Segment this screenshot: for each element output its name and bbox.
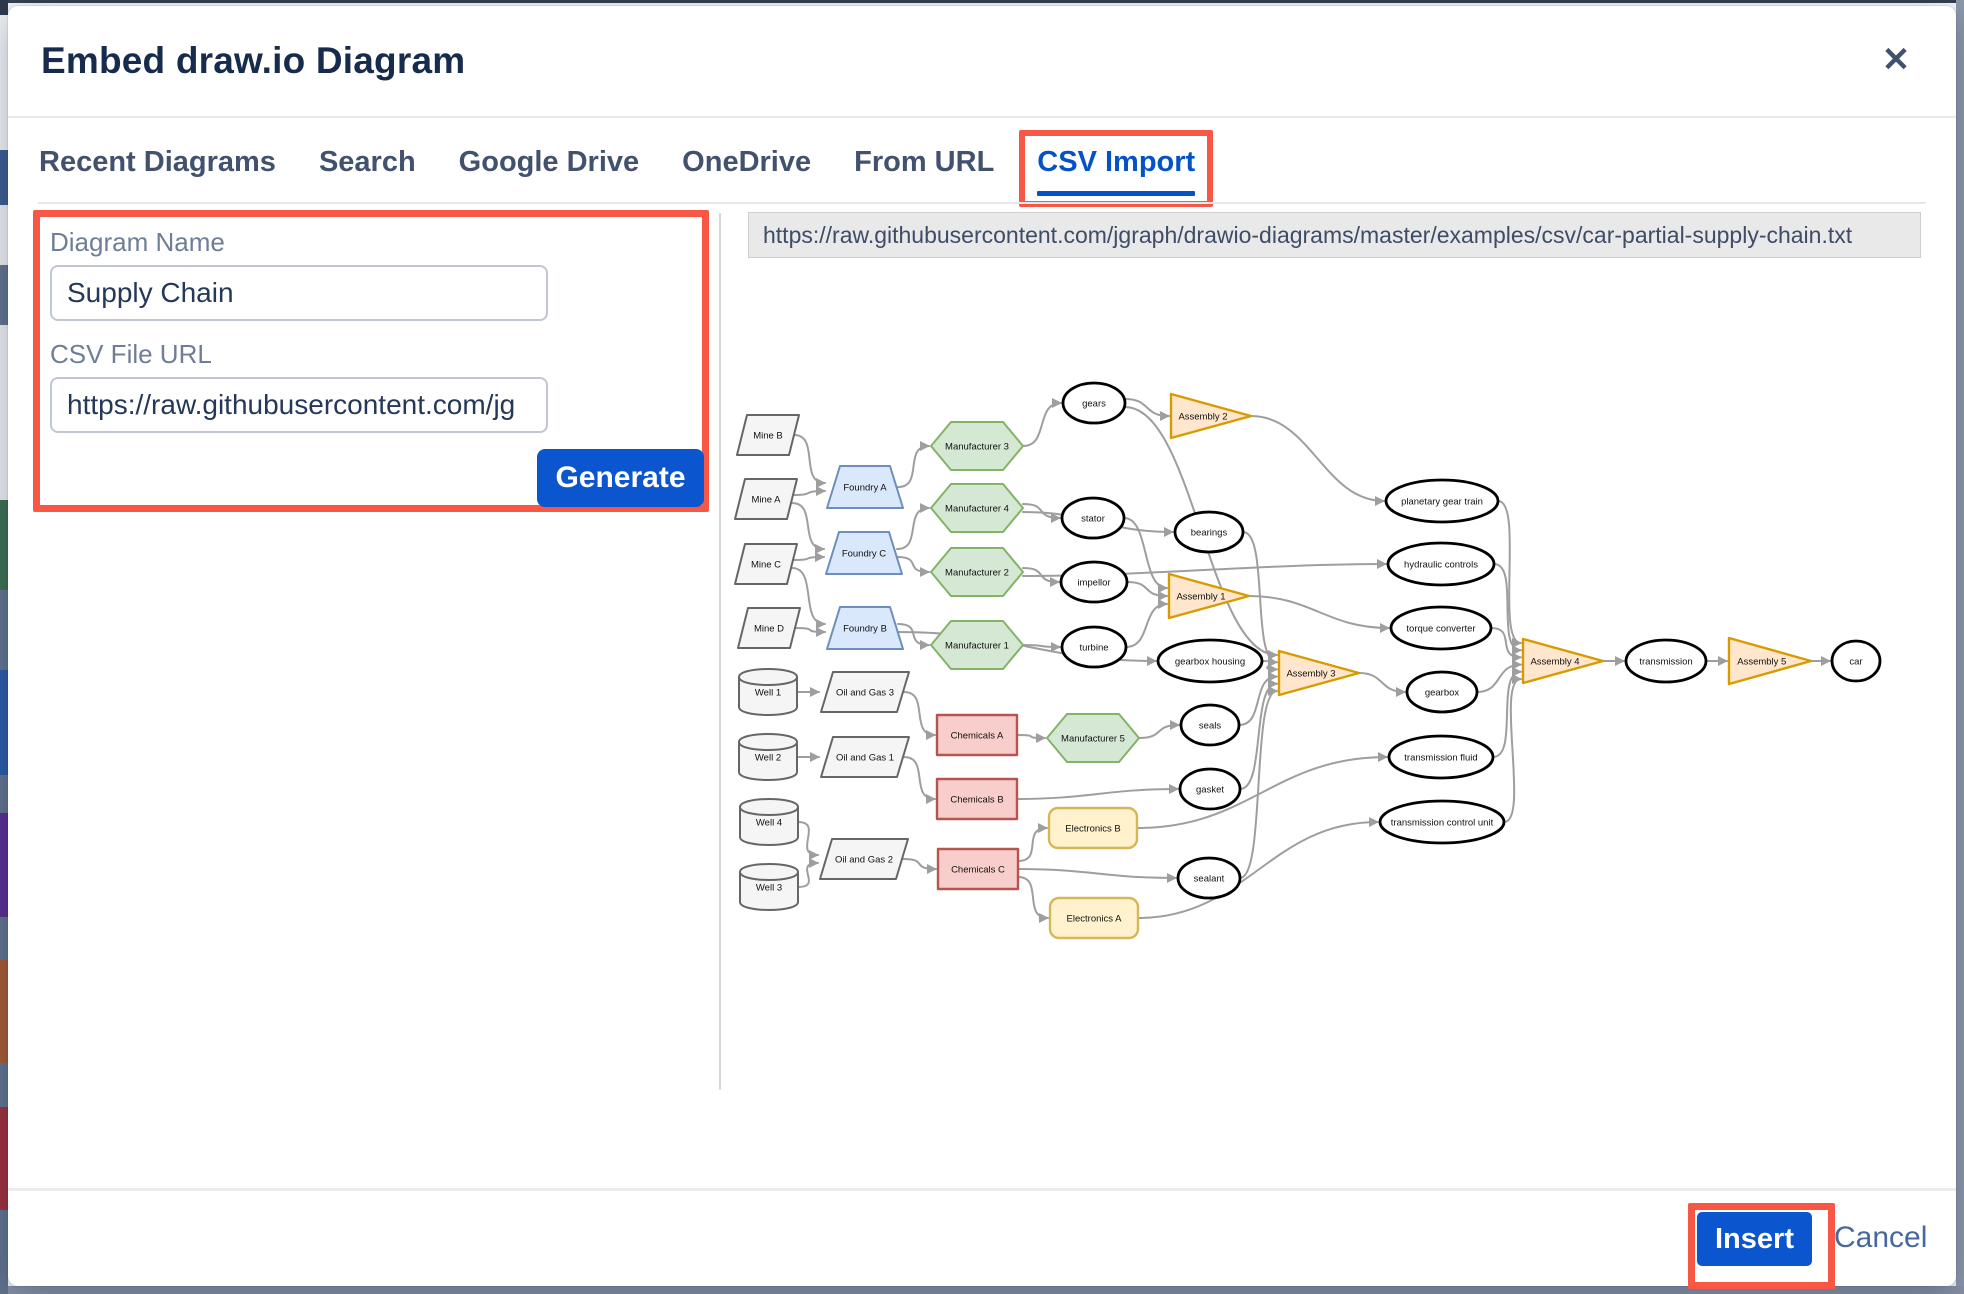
bg-strip [0, 670, 8, 775]
csv-file-url-label: CSV File URL [50, 339, 212, 369]
tab-google-drive[interactable]: Google Drive [458, 146, 640, 178]
dialog-title: Embed draw.io Diagram [41, 40, 466, 81]
bg-strip [0, 917, 8, 960]
panel-divider [719, 213, 721, 1090]
footer-divider [8, 1188, 1956, 1191]
embed-drawio-dialog: Embed draw.io Diagram ✕ Recent Diagrams … [8, 6, 1956, 1289]
active-tab-underline [1037, 191, 1196, 196]
bg-strip [0, 1210, 8, 1294]
bg-strip [0, 590, 8, 670]
generate-button[interactable]: Generate [537, 449, 704, 507]
bg-strip [0, 775, 8, 813]
annotation-box-csv-form: Diagram Name CSV File URL Generate [33, 210, 709, 512]
insert-button[interactable]: Insert [1697, 1212, 1812, 1266]
tab-from-url[interactable]: From URL [854, 146, 995, 178]
bg-strip [0, 1107, 8, 1210]
bg-strip [0, 265, 8, 325]
header-divider [8, 116, 1956, 118]
background-bottom-strip [0, 1286, 1964, 1294]
background-top-bar [0, 0, 1964, 3]
bg-strip [0, 325, 8, 500]
bg-strip [0, 1063, 8, 1107]
tab-csv-import-label: CSV Import [1037, 146, 1196, 178]
bg-strip [0, 150, 8, 205]
tab-onedrive[interactable]: OneDrive [682, 146, 812, 178]
bg-strip [0, 0, 8, 15]
tab-search[interactable]: Search [318, 146, 416, 178]
tabs-divider [38, 202, 1926, 204]
tab-bar: Recent Diagrams Search Google Drive OneD… [38, 130, 1214, 207]
bg-strip [0, 500, 8, 590]
csv-source-url: https://raw.githubusercontent.com/jgraph… [748, 212, 1921, 258]
cancel-button[interactable]: Cancel [1834, 1221, 1928, 1254]
background-right-strip [1956, 0, 1964, 1294]
csv-file-url-input[interactable] [50, 377, 548, 433]
bg-strip [0, 813, 8, 917]
bg-strip [0, 15, 8, 150]
diagram-name-input[interactable] [50, 265, 548, 321]
close-icon[interactable]: ✕ [1874, 38, 1918, 82]
tab-recent-diagrams[interactable]: Recent Diagrams [39, 146, 276, 178]
bg-strip [0, 205, 8, 265]
bg-strip [0, 960, 8, 1063]
tab-csv-import[interactable]: CSV Import [1019, 130, 1214, 207]
diagram-name-label: Diagram Name [50, 227, 225, 257]
